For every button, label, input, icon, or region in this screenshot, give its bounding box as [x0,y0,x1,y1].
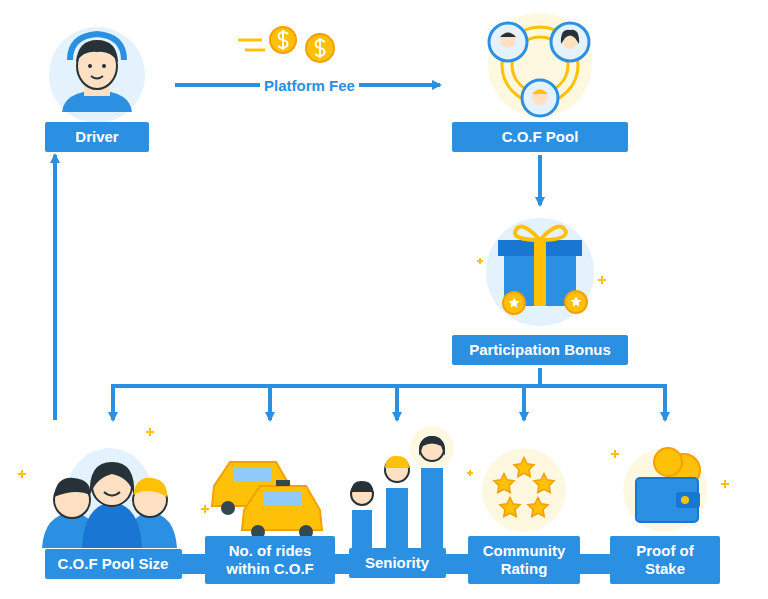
wallet-icon [623,448,707,532]
driver-icon [49,27,145,123]
node-area: No. of rides within C.O.F [200,420,340,585]
label-box: Seniority [349,548,446,578]
node-area: Participation Bonus [440,205,640,368]
coins-icon [238,27,334,62]
node-area: C.O.F Pool [440,10,640,155]
flow-arrow [524,368,540,420]
pool-icon [488,13,592,117]
seniority-icon [351,426,454,554]
edge-label: Platform Fee [260,76,359,95]
gift-icon [486,218,594,326]
node-area: Community Rating [462,420,587,585]
node-area: Driver [20,20,175,155]
label-box: Participation Bonus [452,335,628,365]
flow-arrow [270,368,540,420]
node-area: Seniority [345,420,450,585]
label-box: C.O.F Pool Size [45,549,182,579]
flow-arrow [540,368,665,420]
label-box: No. of rides within C.O.F [205,536,335,584]
flow-arrow [53,155,57,420]
label-box: C.O.F Pool [452,122,628,152]
node-area: C.O.F Pool Size [10,420,195,585]
sparkles [18,258,729,513]
people-icon [42,448,177,548]
rating-icon [482,448,566,532]
taxi-icon [212,462,322,539]
flow-arrow [538,155,542,205]
label-box: Driver [45,122,149,152]
node-area: Proof of Stake [598,420,733,585]
label-box: Proof of Stake [610,536,720,584]
flow-arrow [113,368,540,420]
flow-arrow [397,368,540,420]
label-box: Community Rating [468,536,580,584]
